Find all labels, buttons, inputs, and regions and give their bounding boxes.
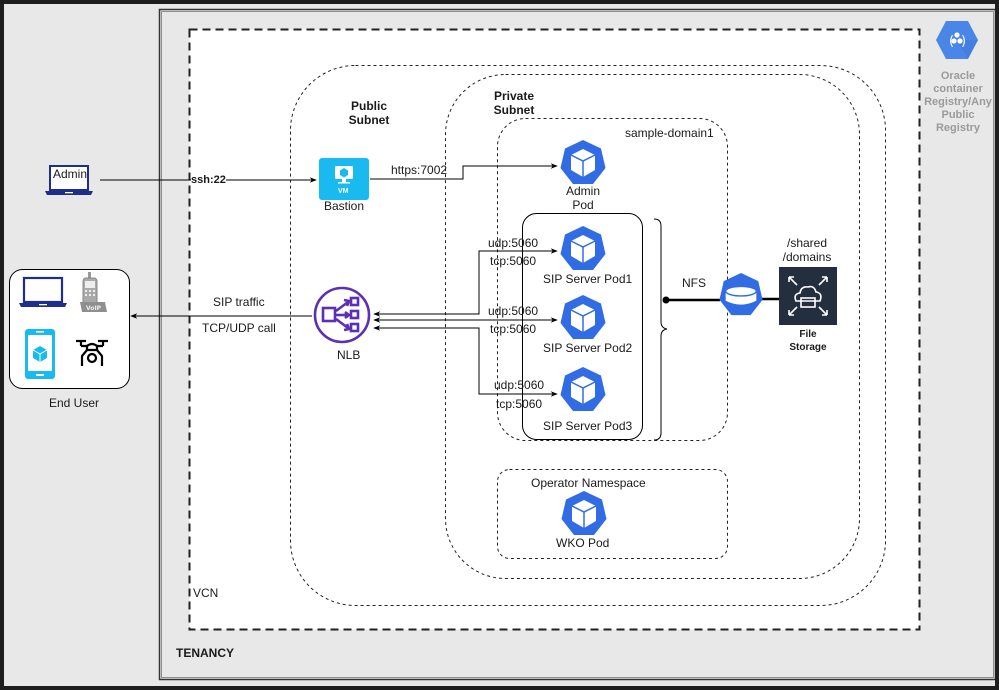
pod1-udp-label: udp:5060 [488,236,539,250]
svg-text:VoIP: VoIP [86,305,102,312]
registry-label-line: container [933,83,983,95]
registry-label-line: Oracle [940,70,976,82]
diagram-canvas: ( ) Oracle container Registry/Any Public… [4,4,995,686]
pod2-udp-label: udp:5060 [488,304,539,318]
kubernetes-pod-icon [559,225,607,273]
file-storage-label-line: Storage [789,342,827,353]
file-storage-label: File Storage [778,328,838,354]
private-subnet-label: Private Subnet [484,89,544,117]
file-storage-label-line: File [799,329,817,340]
bastion-badge: VM [338,188,349,195]
operator-namespace-label: Operator Namespace [531,476,646,490]
file-storage-node[interactable] [779,267,837,325]
bastion-node[interactable]: VM [319,158,369,200]
nlb-label: NLB [337,348,361,362]
nfs-volume-node[interactable] [718,272,764,318]
network-load-balancer-icon [313,286,371,344]
sample-domain-label: sample-domain1 [625,126,714,140]
admin-pod-label-line: Pod [572,198,594,212]
pod3-udp-label: udp:5060 [494,378,545,392]
pod1-edge [373,248,558,317]
pod1-tcp-label: tcp:5060 [490,254,537,268]
private-subnet-label-line: Subnet [493,103,535,117]
sip-server-pod1-label: SIP Server Pod1 [543,272,633,286]
vcn-label: VCN [193,586,219,600]
sip-server-pod2-node[interactable] [559,294,607,342]
admin-pod-label: Admin Pod [558,184,608,212]
file-storage-path-line: /shared [786,236,828,250]
file-storage-icon [779,267,837,325]
operator-namespace-container [497,469,728,559]
persistent-volume-icon [719,272,763,316]
pods-brace [653,218,668,441]
sip-server-pod3-label: SIP Server Pod3 [543,419,633,433]
sip-server-pod1-node[interactable] [559,225,607,273]
public-subnet-label: Public Subnet [339,99,399,127]
sip-server-pod3-node[interactable] [559,366,607,414]
pod3-tcp-label: tcp:5060 [496,397,543,411]
diagram-svg [9,8,995,681]
admin-label: Admin [53,167,88,181]
wko-pod-label: WKO Pod [556,536,610,550]
tcp-udp-call-label: TCP/UDP call [202,321,276,335]
registry-label-line: Registry/Any [924,96,992,108]
kubernetes-pod-icon [559,139,607,187]
admin-pod-label-line: Admin [565,184,600,198]
laptop-icon [45,165,93,195]
pod2-tcp-label: tcp:5060 [490,322,537,336]
tenancy-label: TENANCY [176,646,235,660]
container-registry-icon: ( ) [935,20,979,60]
registry-label: Oracle container Registry/Any Public Reg… [920,70,996,135]
pod3-edge [373,325,558,397]
end-user-label: End User [49,396,100,410]
file-storage-path-line: /domains [782,250,832,264]
https-label: https:7002 [391,163,448,177]
https-edge [370,163,558,180]
mobile-app-icon [24,328,56,380]
nlb-node[interactable] [312,285,372,345]
kubernetes-pod-icon [559,366,607,414]
registry-label-line: Registry [935,122,981,134]
kubernetes-pod-icon [559,294,607,342]
sip-traffic-label: SIP traffic [213,295,265,309]
nfs-label: NFS [682,276,706,290]
public-subnet-container [290,65,886,606]
private-subnet-label-line: Private [493,89,535,103]
admin-pod-node[interactable] [559,139,607,187]
laptop-icon [19,275,71,309]
public-subnet-label-line: Subnet [348,113,390,127]
file-storage-path: /shared /domains [777,236,837,264]
bastion-label: Bastion [324,199,365,213]
kubernetes-pod-icon [560,490,608,538]
ssh-label: ssh:22 [191,173,226,187]
svg-text:): ) [961,34,966,49]
drone-icon [74,338,110,368]
wko-pod-node[interactable] [560,490,608,538]
public-subnet-label-line: Public [350,99,387,113]
vm-icon [319,158,369,200]
voip-phone-icon: VoIP [77,272,109,314]
sip-server-pod2-label: SIP Server Pod2 [543,341,633,355]
registry-label-line: Public [941,109,975,121]
admin-laptop[interactable]: Admin [45,165,97,195]
